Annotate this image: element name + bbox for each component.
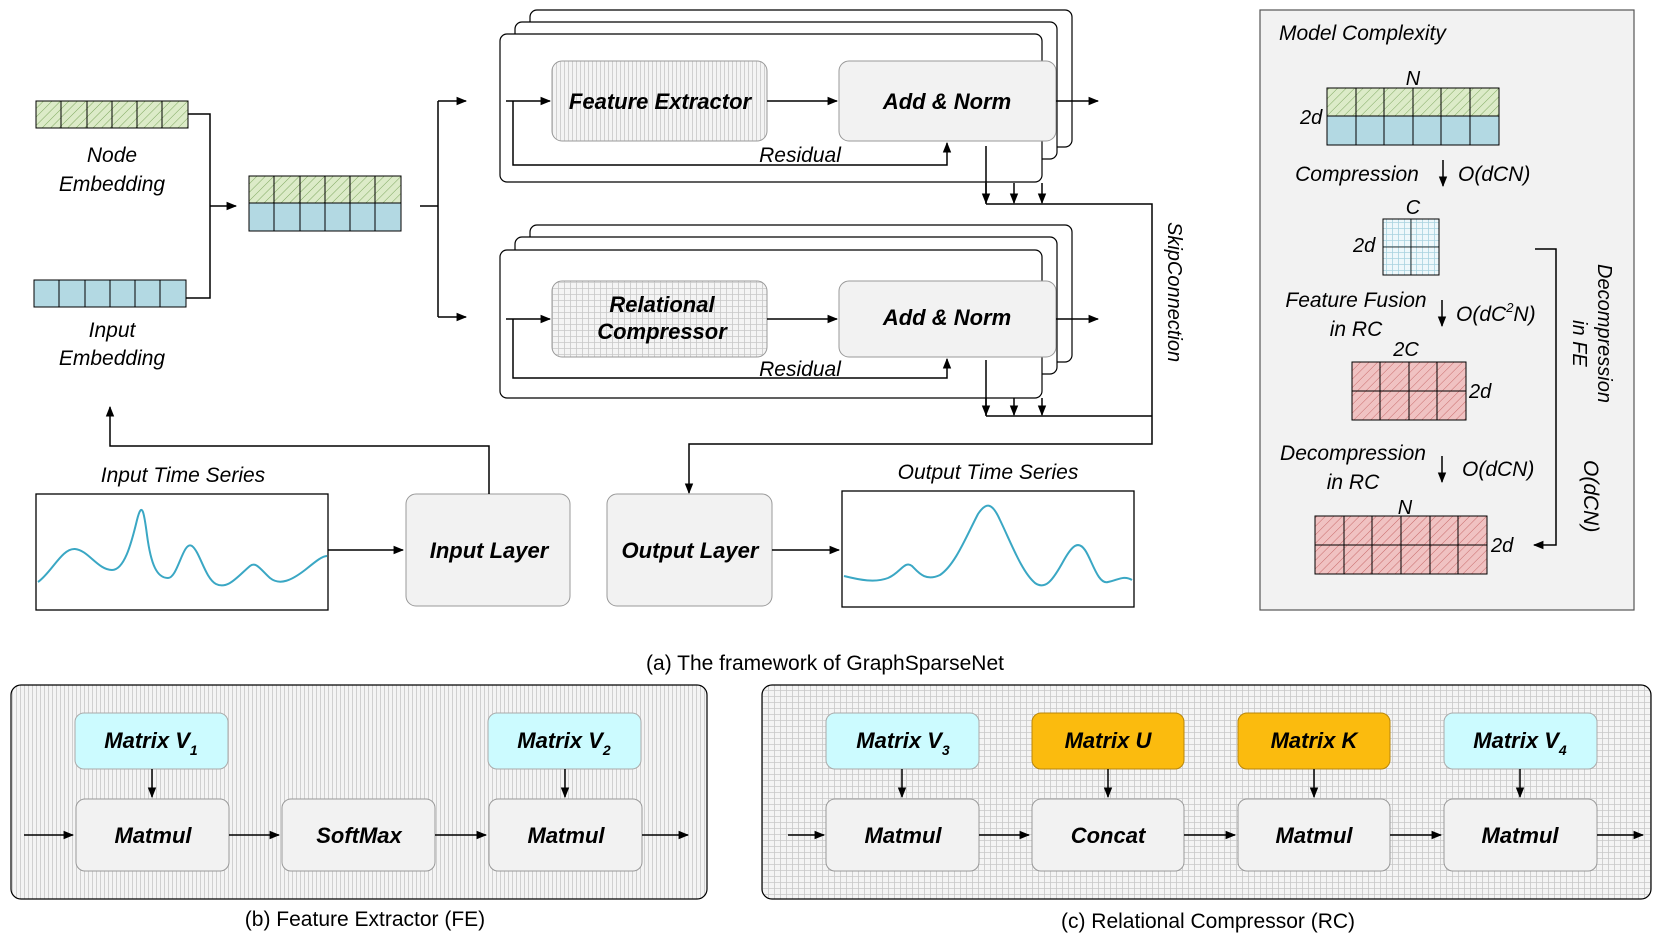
rc-matmul-2-label: Matmul xyxy=(1276,823,1354,848)
matrix-k-label: Matrix K xyxy=(1271,728,1360,753)
output-time-series-box xyxy=(841,490,1135,608)
complexity-2d-right: 2d xyxy=(1468,381,1492,403)
compression-label: Compression xyxy=(1295,163,1419,186)
matrix-v2-text: Matrix V xyxy=(517,728,605,753)
feature-fusion-cost: O(dC2N) xyxy=(1456,300,1536,326)
input-embedding-vector xyxy=(33,279,187,308)
feature-fusion-label-2: in RC xyxy=(1330,318,1383,341)
matrix-v4-label: Matrix V4 xyxy=(1473,728,1567,758)
matrix-v1-text: Matrix V xyxy=(104,728,192,753)
matrix-v3-label: Matrix V3 xyxy=(856,728,950,758)
decompression-rc-cost: O(dCN) xyxy=(1462,458,1534,481)
output-matrix xyxy=(1314,515,1488,575)
output-time-series-label: Output Time Series xyxy=(898,461,1079,484)
matrix-v4-sub: 4 xyxy=(1558,742,1567,758)
embedding-merge-line xyxy=(186,113,211,299)
input-layer-box[interactable] xyxy=(405,493,571,607)
ff-cost-sup: 2 xyxy=(1505,300,1514,315)
add-norm-label-bottom: Add & Norm xyxy=(882,305,1011,330)
top-skip-bus xyxy=(684,203,1153,495)
complexity-c-label: C xyxy=(1406,197,1421,219)
input-time-series-box xyxy=(35,493,329,611)
feature-fusion-label-1: Feature Fusion xyxy=(1285,289,1426,312)
model-complexity-title: Model Complexity xyxy=(1279,22,1447,45)
matrix-u-label: Matrix U xyxy=(1065,728,1153,753)
decompression-rc-label-2: in RC xyxy=(1327,471,1380,494)
fe-matmul-1-label: Matmul xyxy=(115,823,193,848)
residual-line-top xyxy=(512,101,952,166)
matrix-v1-label: Matrix V1 xyxy=(104,728,198,758)
decompression-fe-label-1: Decompression xyxy=(1593,264,1615,403)
matrix-v3-text: Matrix V xyxy=(856,728,944,753)
ff-cost-pre: O(dC xyxy=(1456,303,1507,326)
decompression-fe-cost: O(dCN) xyxy=(1579,460,1602,532)
skip-connection-label: SkipConnection xyxy=(1163,222,1185,362)
fe-caption: (b) Feature Extractor (FE) xyxy=(245,908,485,931)
decompression-rc-label-1: Decompression xyxy=(1280,442,1426,465)
matrix-v2-label: Matrix V2 xyxy=(517,728,611,758)
input-time-series-label: Input Time Series xyxy=(101,464,266,487)
rc-matmul-3-label: Matmul xyxy=(1482,823,1560,848)
matrix-v3-sub: 3 xyxy=(942,742,950,758)
combined-embedding xyxy=(248,175,402,232)
fe-matmul-2-label: Matmul xyxy=(528,823,606,848)
rc-matmul-1-label: Matmul xyxy=(865,823,943,848)
node-embedding-label-2: Embedding xyxy=(59,173,166,196)
matrix-v1-sub: 1 xyxy=(190,742,198,758)
compression-cost: O(dCN) xyxy=(1458,163,1530,186)
ff-cost-post: N) xyxy=(1513,303,1535,326)
complexity-2d-mid: 2d xyxy=(1352,235,1376,257)
relational-compressor-label-2: Compressor xyxy=(597,319,728,344)
input-time-series-curve xyxy=(37,508,328,587)
relational-compressor-label-1: Relational xyxy=(609,292,715,317)
node-embedding-vector xyxy=(35,100,189,129)
decompression-fe-label-2: in FE xyxy=(1568,320,1590,367)
complexity-n-bottom: N xyxy=(1398,497,1413,519)
complexity-2c-label: 2C xyxy=(1392,339,1419,361)
complexity-2d-top: 2d xyxy=(1299,107,1323,129)
complexity-input-matrix xyxy=(1326,87,1500,146)
concat-label: Concat xyxy=(1071,823,1147,848)
complexity-2d-bottom: 2d xyxy=(1490,535,1514,557)
residual-label-bottom: Residual xyxy=(759,358,842,381)
input-layer-label: Input Layer xyxy=(430,538,550,563)
branch-line xyxy=(420,101,439,317)
complexity-n-top: N xyxy=(1406,68,1421,90)
softmax-label: SoftMax xyxy=(316,823,402,848)
residual-label-top: Residual xyxy=(759,144,842,167)
framework-caption: (a) The framework of GraphSparseNet xyxy=(646,652,1004,675)
output-time-series-curve xyxy=(843,504,1133,587)
decompression-fe-line xyxy=(1532,248,1557,550)
input-embedding-label-1: Input xyxy=(89,319,137,342)
rc-panel xyxy=(761,684,1652,900)
input-layer-to-embedding-line xyxy=(105,405,490,494)
feature-extractor-label: Feature Extractor xyxy=(569,89,753,114)
compressed-matrix xyxy=(1382,218,1440,276)
fused-matrix xyxy=(1351,361,1467,421)
add-norm-label-top: Add & Norm xyxy=(882,89,1011,114)
matrix-v2-sub: 2 xyxy=(602,742,611,758)
input-embedding-label-2: Embedding xyxy=(59,347,166,370)
output-layer-label: Output Layer xyxy=(622,538,760,563)
rc-caption: (c) Relational Compressor (RC) xyxy=(1061,910,1355,933)
node-embedding-label-1: Node xyxy=(87,144,137,167)
matrix-v4-text: Matrix V xyxy=(1473,728,1561,753)
residual-line-bottom xyxy=(512,319,952,379)
